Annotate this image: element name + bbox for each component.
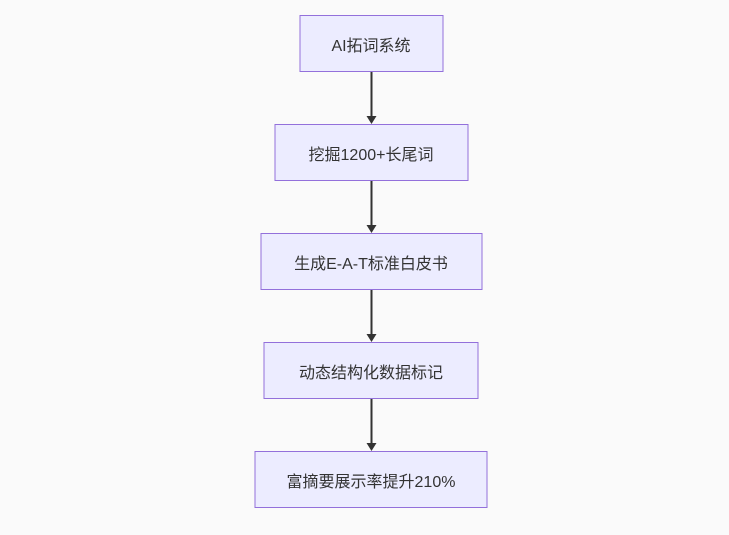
arrow-down-icon — [366, 181, 376, 233]
flow-node-rich-snippet-result: 富摘要展示率提升210% — [254, 451, 488, 508]
arrow-down-icon — [366, 72, 376, 124]
flow-node-structured-data: 动态结构化数据标记 — [263, 342, 479, 399]
flow-node-longtail-mining: 挖掘1200+长尾词 — [274, 124, 468, 181]
arrow-head — [366, 334, 376, 342]
flow-node-ai-word-expansion: AI拓词系统 — [299, 15, 443, 72]
flow-node-eat-whitepaper: 生成E-A-T标准白皮书 — [260, 233, 482, 290]
arrow-head — [366, 443, 376, 451]
arrow-head — [366, 116, 376, 124]
arrow-down-icon — [366, 290, 376, 342]
arrow-line — [370, 72, 372, 116]
arrow-line — [370, 290, 372, 334]
arrow-line — [370, 181, 372, 225]
arrow-down-icon — [366, 399, 376, 451]
flowchart: AI拓词系统 挖掘1200+长尾词 生成E-A-T标准白皮书 动态结构化数据标记… — [254, 15, 488, 508]
arrow-line — [370, 399, 372, 443]
arrow-head — [366, 225, 376, 233]
